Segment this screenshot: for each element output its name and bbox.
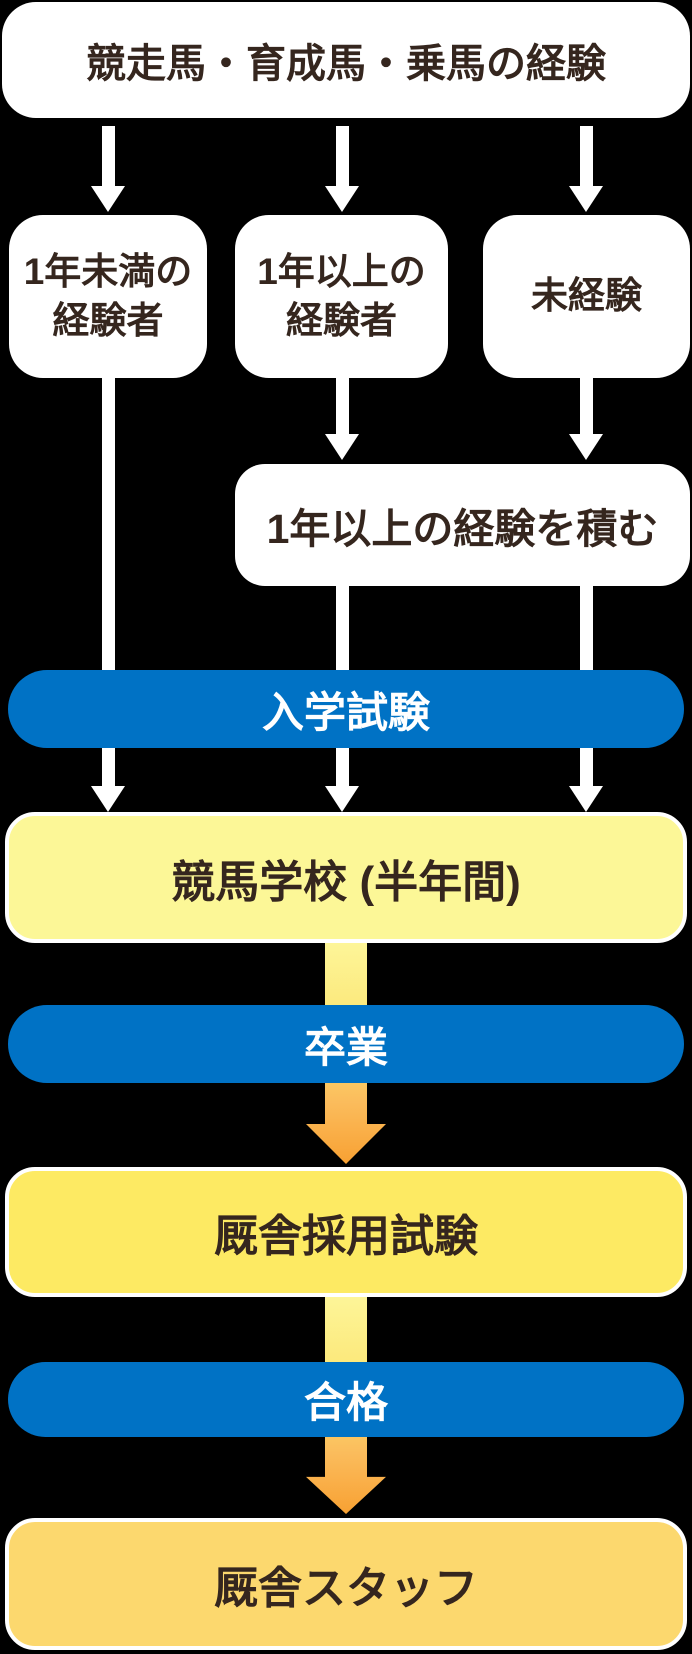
connector-line-right — [580, 586, 593, 672]
node-accumulate-experience: 1年以上の経験を積む — [235, 464, 690, 586]
node-experience-top: 競走馬・育成馬・乗馬の経験 — [2, 2, 690, 118]
down-arrow-exam-left — [91, 748, 125, 812]
node-no-experience: 未経験 — [483, 215, 690, 378]
node-stable-staff: 厩舎スタッフ — [5, 1518, 687, 1650]
arrow-head-icon — [325, 786, 359, 812]
down-arrow-top-left — [91, 126, 125, 212]
bar-pass: 合格 — [8, 1362, 684, 1437]
node-experience-top-label: 競走馬・育成馬・乗馬の経験 — [86, 42, 606, 86]
arrow-head-icon — [325, 434, 359, 460]
connector-line-left — [102, 378, 115, 672]
node-stable-staff-label: 厩舎スタッフ — [214, 1564, 478, 1613]
node-label-line: 1年以上の — [257, 250, 426, 292]
node-over-one-year: 1年以上の 経験者 — [235, 215, 448, 378]
down-arrow-exam-center — [325, 748, 359, 812]
arrow-shaft — [335, 378, 349, 434]
down-arrow-mid-center — [325, 378, 359, 460]
bar-entrance-exam: 入学試験 — [8, 670, 684, 748]
node-label-line: 1年未満の — [23, 250, 193, 292]
node-racing-school: 競馬学校 (半年間) — [5, 812, 687, 943]
arrow-head-icon — [569, 786, 603, 812]
node-racing-school-label: 競馬学校 (半年間) — [171, 857, 521, 907]
arrow-shaft — [579, 378, 593, 434]
node-accumulate-label: 1年以上の経験を積む — [266, 506, 659, 552]
node-label-line: 経験者 — [286, 299, 397, 341]
arrow-head-icon — [325, 186, 359, 212]
node-recruitment-exam: 厩舎採用試験 — [5, 1167, 687, 1297]
bar-graduation-label: 卒業 — [303, 1023, 388, 1071]
arrow-shaft — [101, 748, 115, 786]
arrow-shaft — [579, 748, 593, 786]
node-under-one-year: 1年未満の 経験者 — [9, 215, 207, 378]
node-recruitment-exam-label: 厩舎採用試験 — [214, 1212, 478, 1261]
arrow-shaft — [579, 126, 593, 186]
bar-pass-label: 合格 — [303, 1379, 388, 1426]
arrow-shaft — [335, 748, 349, 786]
node-label-line: 経験者 — [52, 299, 164, 341]
arrow-head-icon — [91, 186, 125, 212]
bar-entrance-exam-label: 入学試験 — [261, 688, 430, 736]
arrow-shaft — [101, 126, 115, 186]
bar-graduation: 卒業 — [8, 1005, 684, 1083]
arrow-head-icon — [91, 786, 125, 812]
down-arrow-exam-right — [569, 748, 603, 812]
down-arrow-top-center — [325, 126, 359, 212]
arrow-head-icon — [569, 434, 603, 460]
node-label-line: 未経験 — [531, 275, 642, 317]
connector-line-center — [336, 586, 349, 672]
down-arrow-top-right — [569, 126, 603, 212]
arrow-shaft — [335, 126, 349, 186]
arrow-head-icon — [569, 186, 603, 212]
down-arrow-mid-right — [569, 378, 603, 460]
